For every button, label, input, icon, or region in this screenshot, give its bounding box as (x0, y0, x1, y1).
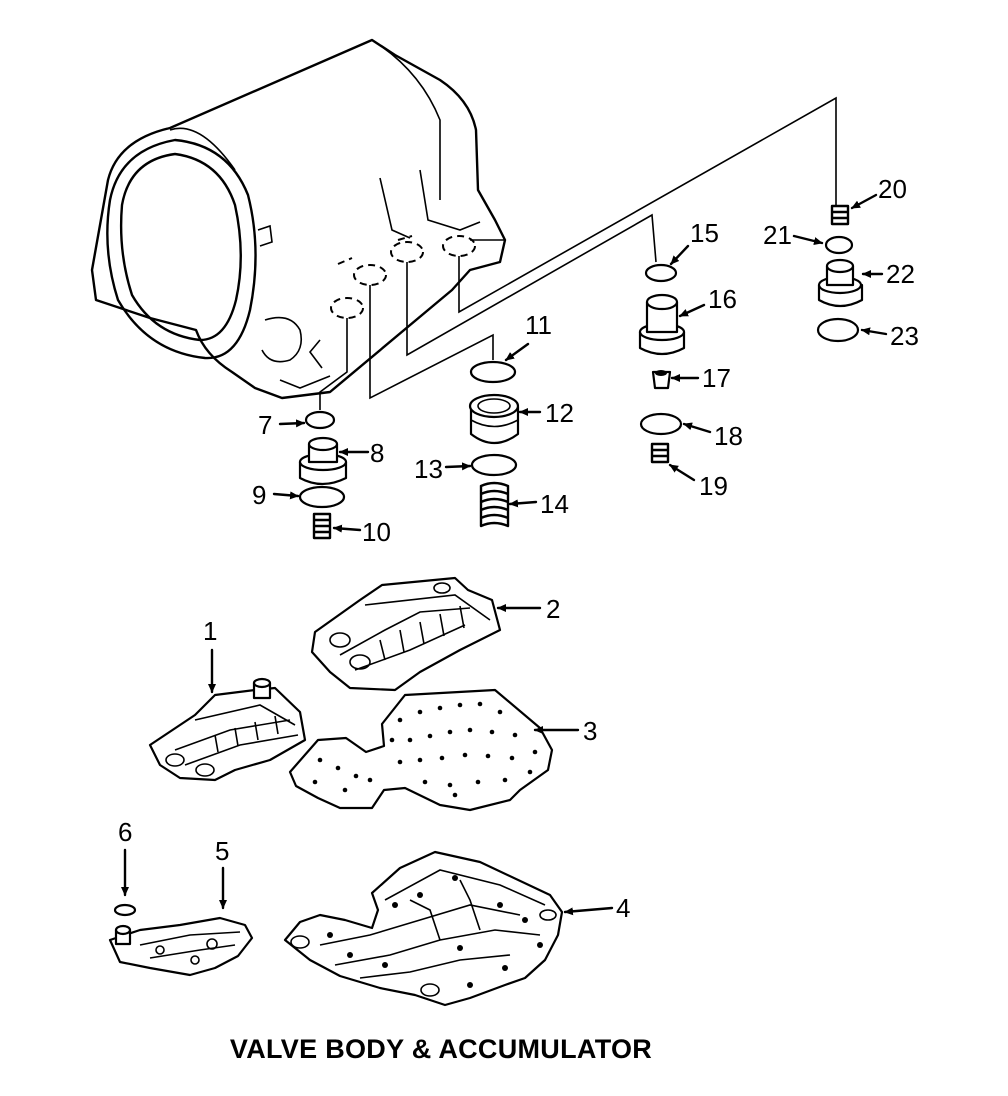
valve-body-1 (148, 677, 307, 782)
arrow-21 (792, 234, 824, 245)
callout-6: 6 (118, 817, 132, 847)
callout-10: 10 (362, 517, 391, 547)
seal-21 (824, 235, 854, 255)
arrow-4 (563, 906, 614, 916)
callout-18: 18 (714, 421, 743, 451)
arrow-19 (668, 463, 696, 482)
accumulator-group-2 (468, 360, 520, 528)
seal-15 (644, 263, 678, 283)
callout-12: 12 (545, 398, 574, 428)
callout-22: 22 (886, 259, 915, 289)
seal-9 (298, 485, 346, 509)
o-ring-7 (304, 410, 336, 430)
callout-17: 17 (702, 363, 731, 393)
spring-10 (312, 512, 332, 540)
callout-19: 19 (699, 471, 728, 501)
piston-22 (817, 258, 864, 308)
seal-13 (470, 453, 518, 477)
callout-5: 5 (215, 836, 229, 866)
arrow-13 (444, 462, 472, 471)
seal-23 (816, 317, 860, 343)
spring-14 (479, 481, 510, 528)
callout-arrows (121, 193, 888, 916)
piston-12 (468, 393, 520, 445)
o-ring-6 (113, 903, 137, 917)
small-valve-body-5 (108, 916, 254, 977)
piston-16 (638, 293, 686, 356)
diagram-title: VALVE BODY & ACCUMULATOR (230, 1034, 652, 1064)
callout-8: 8 (370, 438, 384, 468)
callout-14: 14 (540, 489, 569, 519)
accumulator-group-1 (298, 410, 348, 540)
arrow-14 (508, 499, 538, 508)
callout-20: 20 (878, 174, 907, 204)
arrow-9 (272, 491, 300, 500)
callout-3: 3 (583, 716, 597, 746)
callout-16: 16 (708, 284, 737, 314)
arrow-10 (332, 524, 362, 533)
callout-23: 23 (890, 321, 919, 351)
callout-labels: 1 2 3 4 5 6 7 8 9 10 11 12 13 14 15 16 1… (118, 174, 919, 923)
seal-11 (469, 360, 517, 384)
arrow-11 (504, 342, 530, 362)
transmission-case (90, 38, 507, 400)
callout-21: 21 (763, 220, 792, 250)
piston-8 (298, 436, 348, 486)
callout-13: 13 (414, 454, 443, 484)
arrow-15 (669, 244, 690, 266)
callout-9: 9 (252, 480, 266, 510)
upper-valve-body-2 (310, 576, 502, 692)
accumulator-group-3 (638, 263, 686, 464)
separator-plate-3 (288, 688, 554, 812)
seal-18 (639, 412, 683, 436)
callout-1: 1 (203, 616, 217, 646)
arrow-7 (278, 419, 306, 428)
callout-4: 4 (616, 893, 630, 923)
callout-7: 7 (258, 410, 272, 440)
callout-2: 2 (546, 594, 560, 624)
arrow-20 (850, 193, 878, 210)
arrow-16 (678, 303, 706, 318)
callout-11: 11 (525, 310, 552, 340)
arrow-18 (682, 422, 712, 434)
arrow-23 (860, 327, 888, 336)
accumulator-group-4 (816, 204, 864, 343)
case-bores (330, 235, 476, 319)
plug-17 (651, 370, 672, 390)
callout-15: 15 (690, 218, 719, 248)
assembly-leader-lines (319, 96, 837, 410)
spring-19 (650, 442, 670, 464)
lower-valve-body-4 (283, 850, 564, 1007)
spring-20 (830, 204, 850, 226)
